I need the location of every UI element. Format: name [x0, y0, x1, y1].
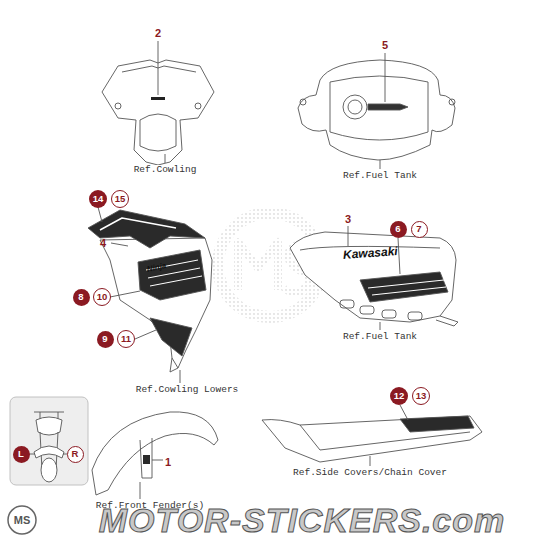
- callout-number: 11: [121, 334, 131, 344]
- callout-number: 10: [97, 292, 108, 302]
- callout-circle: 15: [111, 190, 129, 208]
- callout-circle: L: [13, 446, 30, 463]
- callout-number: R: [72, 449, 79, 459]
- callout-circle: 10: [93, 288, 111, 306]
- callout-number: 14: [93, 194, 104, 204]
- callout-number: 13: [416, 391, 427, 401]
- callout-number: 6: [395, 224, 400, 234]
- brand-logo: MS: [14, 514, 31, 526]
- callout-number: 4: [100, 237, 106, 249]
- callout-number: 8: [78, 292, 83, 302]
- callout-number: 1: [165, 456, 171, 468]
- callout-circle: 13: [412, 387, 430, 405]
- callout-number: 5: [382, 39, 388, 51]
- callout-number: 2: [155, 27, 161, 39]
- part-reference: Ref.Fuel Tank: [342, 332, 418, 342]
- brand-name: MOTOR-STICKERS.com: [99, 502, 506, 539]
- callout-circle: 14: [89, 190, 107, 208]
- callout-number: 15: [115, 194, 126, 204]
- part-reference: Ref.Fuel Tank: [342, 171, 418, 181]
- callout-circle: 12: [390, 387, 408, 405]
- callout-number: 9: [102, 334, 107, 344]
- callout-number: 7: [416, 224, 421, 234]
- callout-number: 12: [394, 391, 405, 401]
- callout-number: 3: [345, 213, 351, 225]
- part-reference: Ref.Side Covers/Chain Cover: [292, 468, 448, 478]
- part-reference: Ref.Cowling Lowers: [135, 385, 240, 395]
- callout-circle: 9: [97, 331, 114, 348]
- callout-circle: 6: [390, 221, 407, 238]
- callout-circle: 7: [411, 221, 428, 238]
- callout-number: L: [18, 449, 24, 459]
- callout-circle: 11: [117, 330, 135, 348]
- callout-circle: 8: [73, 289, 90, 306]
- part-reference: Ref.Cowling: [133, 165, 198, 175]
- callout-circle: R: [67, 446, 84, 463]
